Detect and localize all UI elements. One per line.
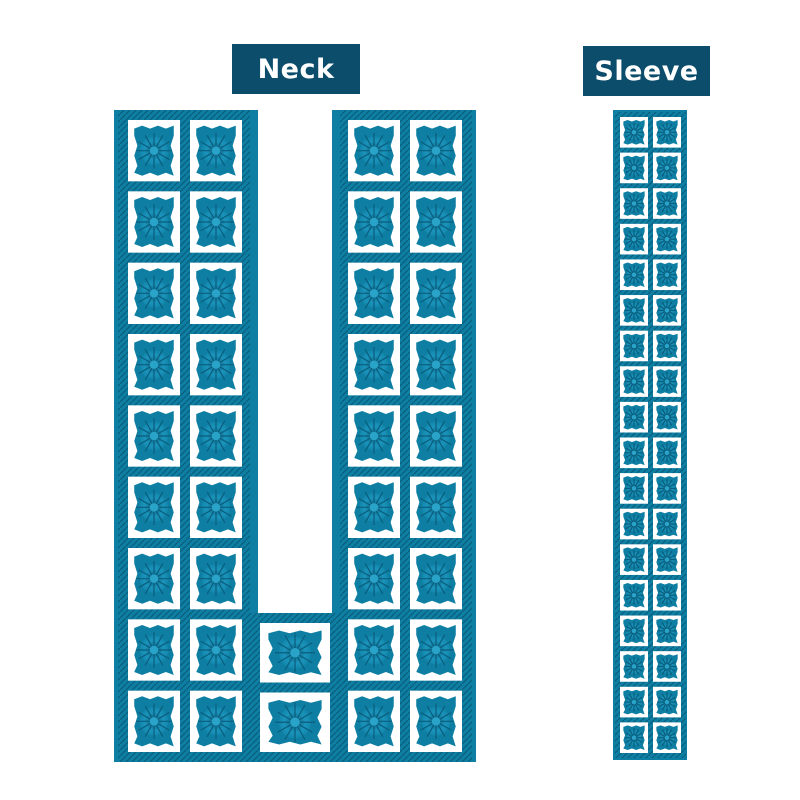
motif-tile <box>620 437 648 469</box>
motif-tile <box>128 405 180 467</box>
sleeve-label: Sleeve <box>583 46 710 96</box>
motif-tile <box>653 366 681 397</box>
motif-tile <box>653 188 681 219</box>
motif-tile <box>620 508 648 540</box>
motif-tile <box>620 223 648 255</box>
motif-tile <box>348 405 400 467</box>
motif-tile <box>190 405 242 467</box>
motif-tile <box>348 476 400 538</box>
motif-tile <box>190 334 242 396</box>
motif-tile <box>653 473 681 504</box>
motif-tile <box>348 619 400 681</box>
motif-tile <box>190 120 242 182</box>
motif-tile <box>653 651 681 682</box>
motif-tile <box>190 548 242 610</box>
motif-tile <box>348 262 400 324</box>
motif-tile <box>653 152 681 184</box>
motif-tile <box>653 401 681 433</box>
motif-tile <box>620 686 648 718</box>
motif-tile <box>190 191 242 253</box>
motif-tile <box>653 330 681 362</box>
motif-tile <box>410 334 462 396</box>
motif-tile <box>653 223 681 255</box>
motif-tile <box>128 191 180 253</box>
motif-tile <box>348 191 400 253</box>
motif-tile <box>348 548 400 610</box>
motif-tile <box>620 188 648 219</box>
motif-tile <box>410 405 462 467</box>
motif-tile <box>190 619 242 681</box>
motif-tile <box>410 476 462 538</box>
motif-tile <box>190 690 242 752</box>
motif-tile <box>190 262 242 324</box>
motif-tile <box>653 508 681 540</box>
motif-tile <box>348 334 400 396</box>
motif-tile <box>128 690 180 752</box>
motif-block <box>118 110 252 762</box>
neck-label: Neck <box>232 44 360 94</box>
motif-tile <box>620 651 648 682</box>
motif-block <box>250 613 340 762</box>
motif-tile <box>620 152 648 184</box>
neck-pattern <box>114 110 476 762</box>
motif-tile <box>620 295 648 326</box>
motif-tile <box>128 548 180 610</box>
motif-tile <box>653 117 681 148</box>
motif-tile <box>348 690 400 752</box>
motif-tile <box>653 295 681 326</box>
sleeve-pattern <box>613 110 687 760</box>
motif-tile <box>620 366 648 397</box>
motif-tile <box>653 615 681 647</box>
motif-tile <box>620 722 648 753</box>
motif-tile <box>620 544 648 575</box>
motif-tile <box>410 120 462 182</box>
motif-block <box>338 110 472 762</box>
motif-tile <box>128 619 180 681</box>
motif-tile <box>653 686 681 718</box>
neck-opening <box>258 110 332 615</box>
stitch-band <box>615 112 686 758</box>
motif-tile <box>620 401 648 433</box>
motif-tile <box>128 120 180 182</box>
motif-tile <box>410 262 462 324</box>
motif-tile <box>620 473 648 504</box>
motif-tile <box>410 191 462 253</box>
motif-tile <box>128 476 180 538</box>
motif-tile <box>653 544 681 575</box>
motif-tile <box>260 623 330 683</box>
motif-tile <box>620 615 648 647</box>
motif-tile <box>620 117 648 148</box>
motif-tile <box>260 692 330 752</box>
motif-tile <box>128 262 180 324</box>
motif-tile <box>620 259 648 291</box>
motif-tile <box>410 690 462 752</box>
motif-tile <box>620 330 648 362</box>
motif-tile <box>653 437 681 469</box>
motif-tile <box>348 120 400 182</box>
motif-tile <box>128 334 180 396</box>
motif-tile <box>653 722 681 753</box>
motif-tile <box>410 619 462 681</box>
motif-tile <box>190 476 242 538</box>
motif-tile <box>410 548 462 610</box>
motif-tile <box>653 579 681 611</box>
motif-tile <box>620 579 648 611</box>
motif-tile <box>653 259 681 291</box>
motif-block <box>615 112 686 758</box>
